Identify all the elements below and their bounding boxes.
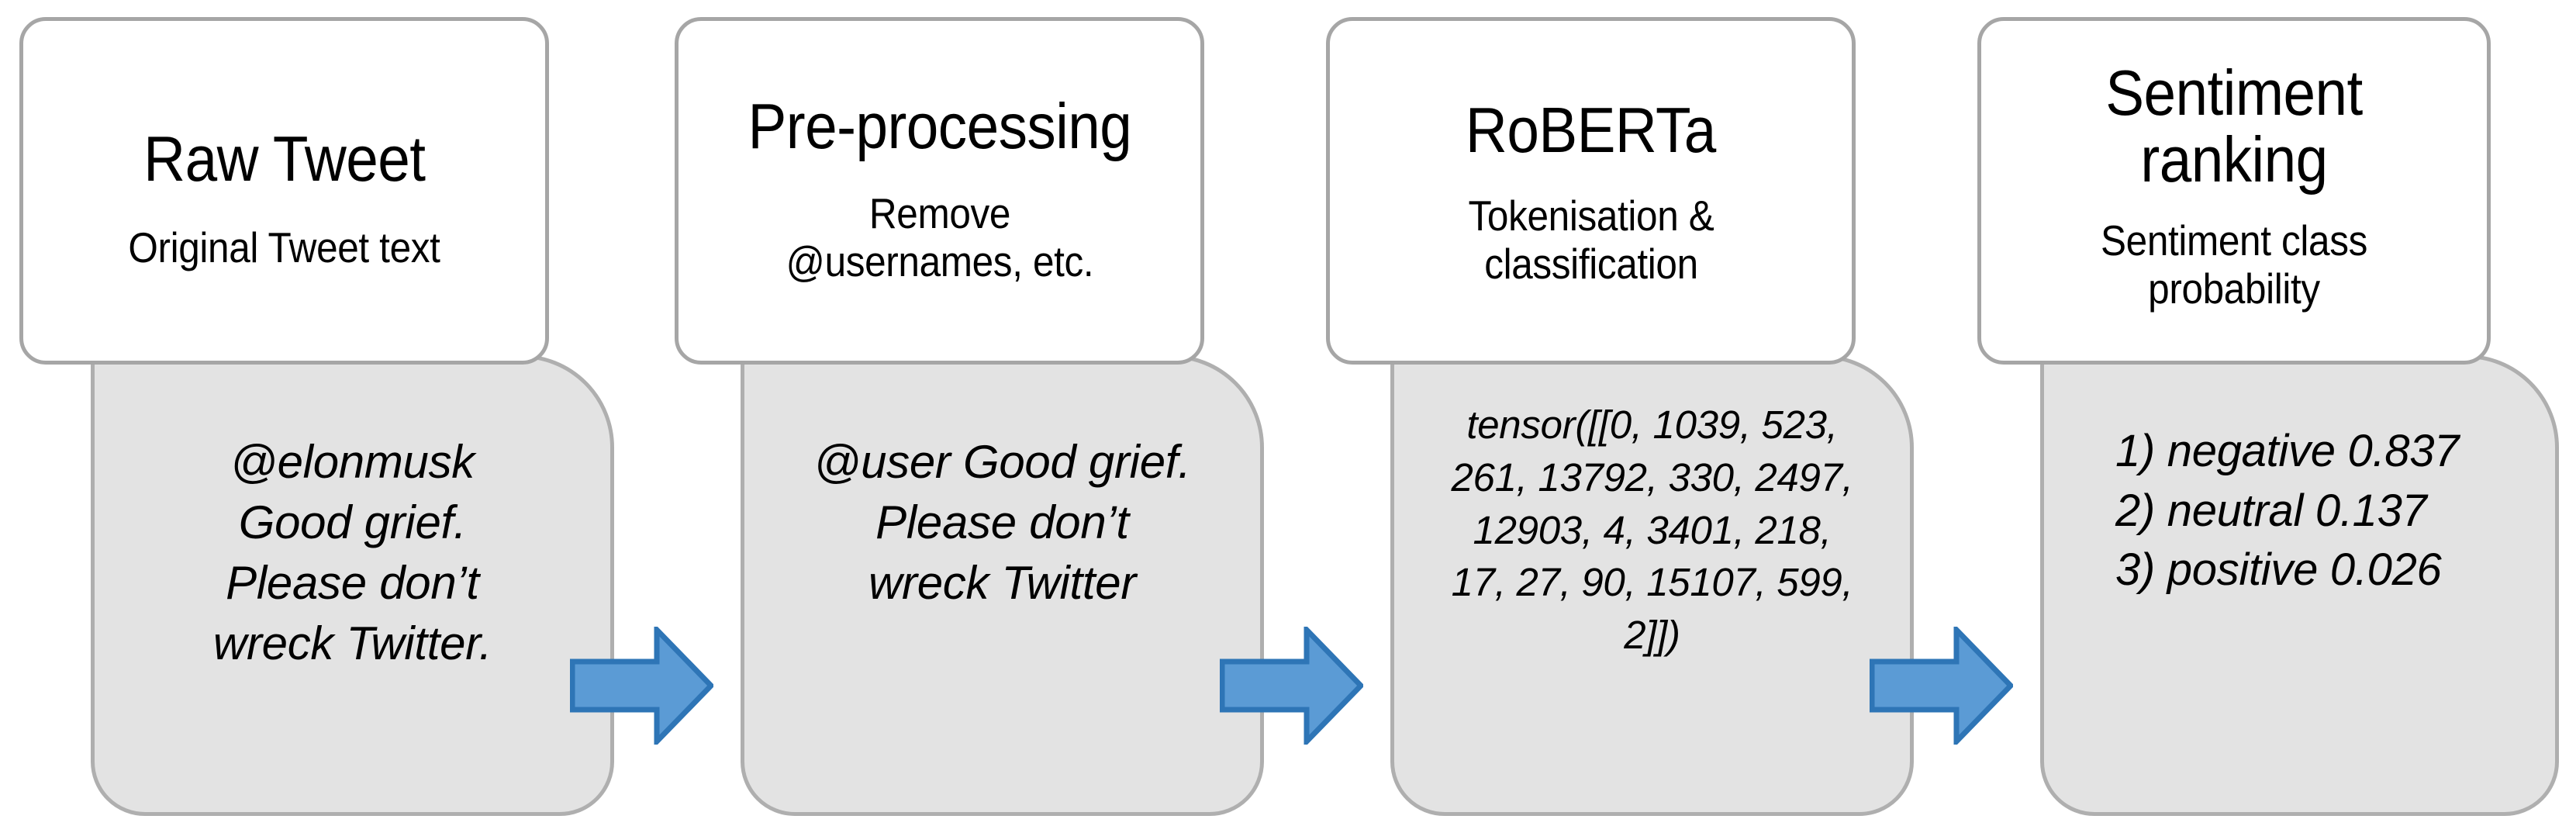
step-header-card-raw-tweet: Raw Tweet Original Tweet text xyxy=(19,17,549,365)
step-body-text-raw-tweet: @elonmusk Good grief. Please don’t wreck… xyxy=(212,436,492,669)
step-body-text-roberta: tensor([[0, 1039, 523, 261, 13792, 330, … xyxy=(1451,403,1853,658)
step-title-raw-tweet: Raw Tweet xyxy=(143,122,426,195)
step-header-card-pre-processing: Pre-processing Remove @usernames, etc. xyxy=(675,17,1204,365)
step-body-text-pre-processing: @user Good grief. Please don’t wreck Twi… xyxy=(813,436,1191,609)
arrow-icon-1 xyxy=(570,627,713,745)
arrow-icon-3 xyxy=(1870,627,2013,745)
step-subtitle-raw-tweet: Original Tweet text xyxy=(128,223,440,272)
step-title-pre-processing: Pre-processing xyxy=(748,89,1131,162)
step-body-text-sentiment-ranking: 1) negative 0.837 2) neutral 0.137 3) po… xyxy=(2115,426,2460,596)
step-title-sentiment-ranking: Sentiment ranking xyxy=(2105,56,2363,195)
step-header-card-roberta: RoBERTa Tokenisation & classification xyxy=(1326,17,1856,365)
arrow-icon-2 xyxy=(1220,627,1363,745)
step-subtitle-sentiment-ranking: Sentiment class probability xyxy=(2100,216,2367,313)
step-subtitle-pre-processing: Remove @usernames, etc. xyxy=(786,189,1093,286)
step-body-panel-roberta: tensor([[0, 1039, 523, 261, 13792, 330, … xyxy=(1390,354,1914,816)
step-body-panel-sentiment-ranking: 1) negative 0.837 2) neutral 0.137 3) po… xyxy=(2040,354,2559,816)
step-subtitle-roberta: Tokenisation & classification xyxy=(1468,192,1714,289)
step-body-panel-pre-processing: @user Good grief. Please don’t wreck Twi… xyxy=(741,354,1264,816)
step-title-roberta: RoBERTa xyxy=(1466,93,1716,166)
step-header-card-sentiment-ranking: Sentiment ranking Sentiment class probab… xyxy=(1977,17,2491,365)
step-body-panel-raw-tweet: @elonmusk Good grief. Please don’t wreck… xyxy=(91,354,614,816)
